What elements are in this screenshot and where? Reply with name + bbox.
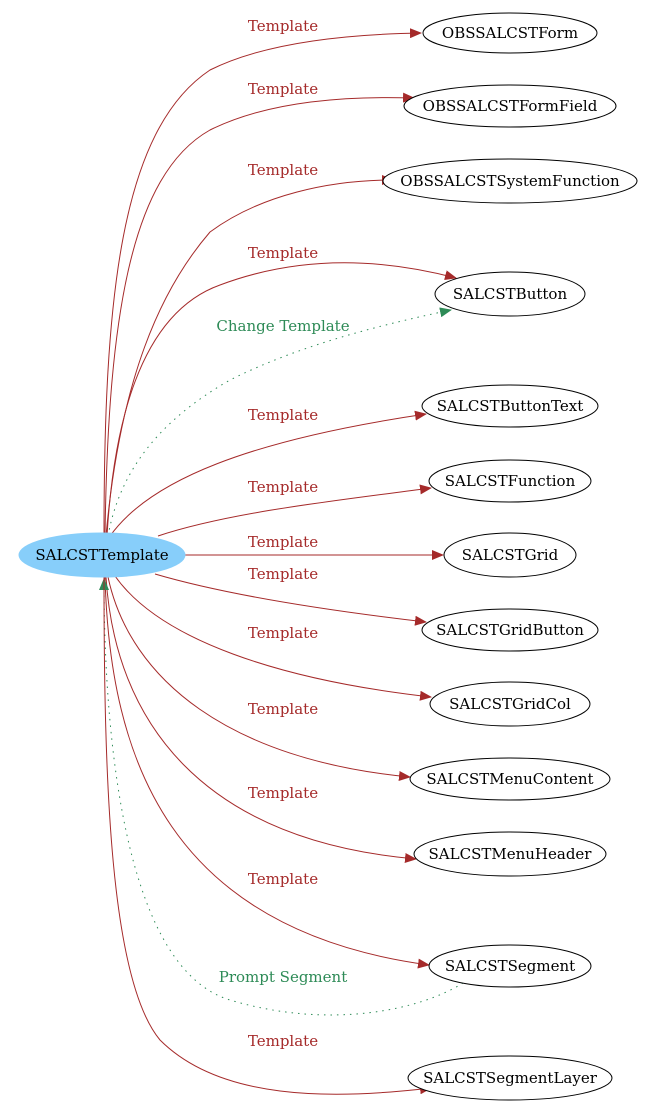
edge-template-salcstgridbutton [154,573,427,626]
edge-labels: Template Template Template Template Chan… [216,17,349,1050]
node-obssalcstsystemfunction[interactable]: OBSSALCSTSystemFunction [382,158,638,204]
edge-template-salcstmenucontent [107,576,411,781]
node-shape [421,384,599,428]
edge-label-e9: Template [248,565,318,583]
node-label: SALCSTSegment [445,957,575,975]
edge-prompt-segment-salcstsegment [99,578,464,1016]
node-salcstbutton[interactable]: SALCSTButton [434,271,586,317]
edge-label-e4: Template [248,244,318,262]
edge-label-e13: Template [248,870,318,888]
node-shape [429,681,591,727]
node-label: OBSSALCSTFormField [423,97,598,115]
edge-template-obssalcstform [103,28,422,537]
node-label: OBSSALCSTForm [442,24,578,42]
node-label: SALCSTMenuHeader [429,845,593,863]
node-obssalcstformfield[interactable]: OBSSALCSTFormField [403,84,617,128]
node-shape [382,158,638,204]
node-shape [407,1055,613,1101]
target-nodes: OBSSALCSTForm OBSSALCSTFormField OBSSALC… [382,12,638,1101]
node-salcstbuttontext[interactable]: SALCSTButtonText [421,384,599,428]
node-label: SALCSTSegmentLayer [423,1069,598,1087]
edge-label-e6: Template [248,406,318,424]
node-shape [413,831,607,877]
node-shape [428,944,592,988]
node-label: SALCSTFunction [445,472,576,490]
node-salcstfunction[interactable]: SALCSTFunction [428,459,592,503]
edge-label-e3: Template [248,161,318,179]
node-salcstmenuheader[interactable]: SALCSTMenuHeader [413,831,607,877]
node-shape [421,608,599,652]
edge-label-e14: Prompt Segment [219,968,347,986]
node-shape [428,459,592,503]
edge-template-salcstsegmentlayer [103,576,432,1095]
node-shape [434,271,586,317]
edge-template-salcstgridcol [114,575,432,701]
node-shape [422,12,598,54]
node-label: SALCSTMenuContent [426,770,593,788]
edge-label-e2: Template [248,80,318,98]
node-shape [403,84,617,128]
edge-label-e1: Template [248,17,318,35]
edge-label-e11: Template [248,700,318,718]
node-salcstsegment[interactable]: SALCSTSegment [428,944,592,988]
edge-label-e15: Template [248,1032,318,1050]
edge-template-salcstsegment [104,576,430,969]
root-node-label: SALCSTTemplate [35,546,168,564]
node-label: SALCSTButton [453,285,568,303]
root-node[interactable]: SALCSTTemplate [18,532,186,578]
node-label: SALCSTButtonText [437,397,583,415]
node-salcstsegmentlayer[interactable]: SALCSTSegmentLayer [407,1055,613,1101]
edge-label-e12: Template [248,784,318,802]
edge-template-salcstfunction [157,484,432,537]
edge-template-salcstbutton [106,262,457,537]
node-shape [409,757,611,801]
node-label: SALCSTGrid [462,546,559,564]
edge-label-e5: Change Template [216,317,349,335]
node-label: OBSSALCSTSystemFunction [400,172,620,190]
node-label: SALCSTGridCol [449,695,571,713]
node-salcstgridbutton[interactable]: SALCSTGridButton [421,608,599,652]
node-salcstgrid[interactable]: SALCSTGrid [443,532,577,578]
node-obssalcstform[interactable]: OBSSALCSTForm [422,12,598,54]
node-label: SALCSTGridButton [436,621,584,639]
edge-template-salcstmenuheader [105,576,417,864]
edges [99,28,464,1095]
node-salcstgridcol[interactable]: SALCSTGridCol [429,681,591,727]
edge-label-e10: Template [248,624,318,642]
root-node-shape [18,532,186,578]
node-shape [443,532,577,578]
edge-template-obssalcstformfield [104,92,415,537]
edge-label-e8: Template [248,533,318,551]
edge-label-e7: Template [248,478,318,496]
edge-template-salcstbuttontext [109,410,427,537]
node-salcstmenucontent[interactable]: SALCSTMenuContent [409,757,611,801]
